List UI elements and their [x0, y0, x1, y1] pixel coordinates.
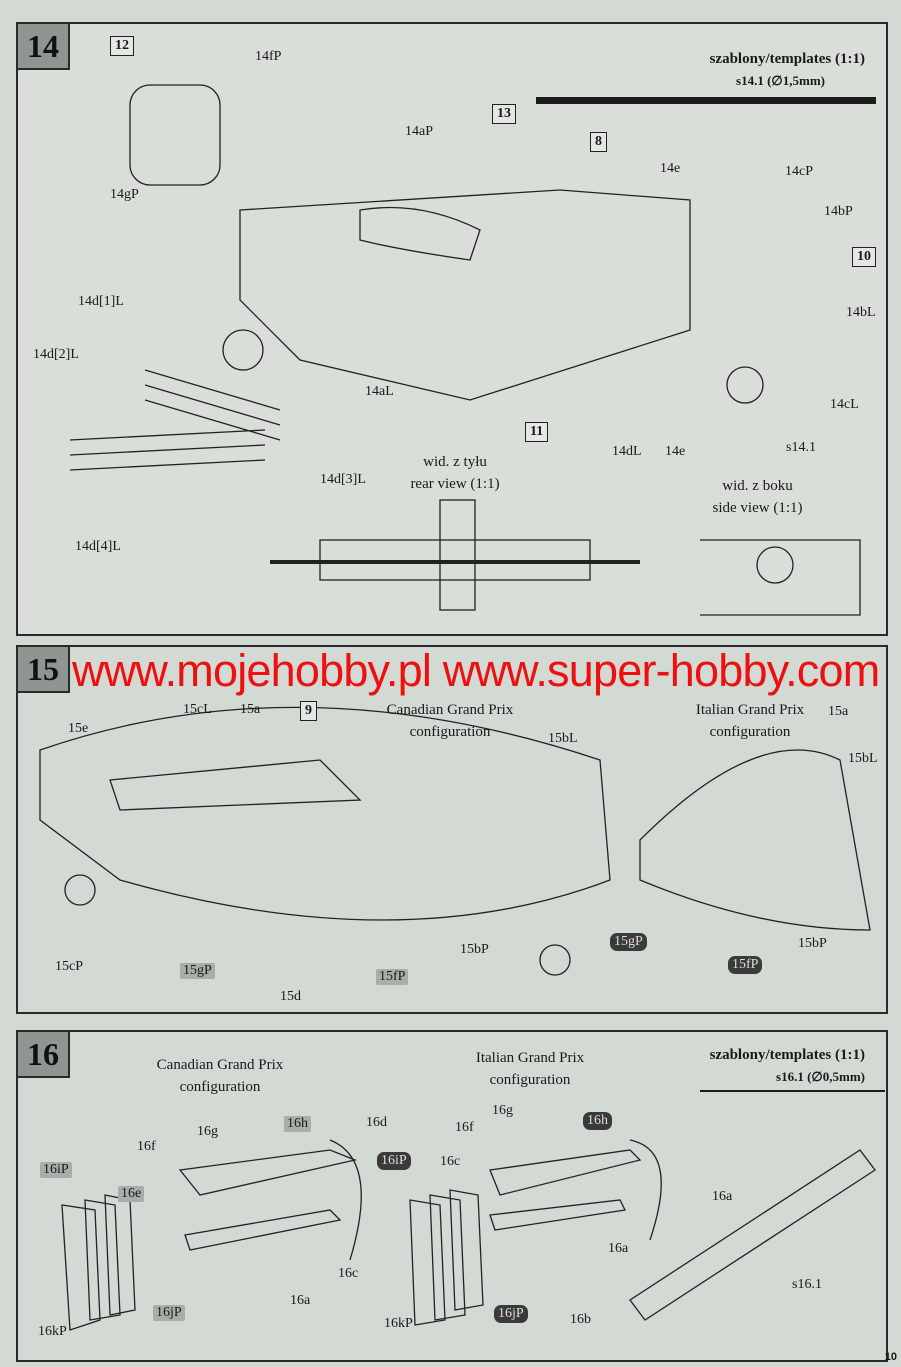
- part-label: 15d: [280, 989, 301, 1004]
- part-label: 14bP: [824, 204, 853, 219]
- page-number: 10: [884, 1351, 897, 1363]
- caption-line: Italian Grand Prix: [475, 1050, 585, 1066]
- step14-templates: szablony/templates (1:1) s14.1 (∅1,5mm): [710, 48, 865, 90]
- part-label: 16f: [137, 1139, 156, 1154]
- part-label: 16a: [290, 1293, 311, 1308]
- part-label: 14gP: [110, 187, 139, 202]
- part-label: 16b: [570, 1312, 591, 1327]
- part-label: 14bL: [846, 305, 876, 320]
- part-label: 14e: [665, 444, 686, 459]
- part-label: 14dL: [612, 444, 642, 459]
- part-label: 16iP: [377, 1152, 411, 1170]
- part-label: 9: [300, 701, 317, 721]
- rear-view-caption: wid. z tyłu rear view (1:1): [390, 452, 520, 496]
- car-body-15-drawing: [39, 706, 611, 921]
- part-label: 15cL: [183, 702, 212, 717]
- part-label: 10: [852, 247, 876, 267]
- step-number: 14: [18, 24, 70, 70]
- step16-templates: szablony/templates (1:1) s16.1 (∅0,5mm): [710, 1044, 865, 1086]
- part-label: 14d[2]L: [33, 347, 79, 362]
- part-label: 14d[1]L: [78, 294, 124, 309]
- part-label: 16h: [284, 1116, 311, 1132]
- caption-line: rear view (1:1): [410, 475, 500, 492]
- part-label: 8: [590, 132, 607, 152]
- part-label: 15bL: [548, 731, 578, 746]
- part-label: 16f: [455, 1120, 474, 1135]
- car-body-drawing: [239, 189, 691, 401]
- part-label: 16iP: [40, 1162, 72, 1178]
- caption-line: Italian Grand Prix: [695, 702, 805, 718]
- template-rod-s16-1: [700, 1090, 885, 1092]
- part-label: 16c: [440, 1154, 461, 1169]
- part-label: 14fP: [255, 49, 282, 64]
- step-15-panel: 15: [16, 645, 888, 1014]
- part-16a-strip-drawing: [629, 1149, 876, 1321]
- part-label: 15fP: [376, 969, 409, 985]
- part-label: s16.1: [792, 1277, 822, 1292]
- side-view-caption: wid. z boku side view (1:1): [700, 476, 815, 520]
- part-label: 15bL: [848, 751, 878, 766]
- step-number: 16: [18, 1032, 70, 1078]
- caption-line: configuration: [709, 723, 791, 740]
- caption-line: configuration: [179, 1078, 261, 1095]
- part-label: s14.1: [786, 440, 816, 455]
- template-rod-s14-1: [536, 97, 876, 104]
- italian-config-caption: Italian Grand Prix configuration: [680, 700, 820, 744]
- part-label: 15cP: [55, 959, 83, 974]
- step-14-panel: 14: [16, 22, 888, 636]
- templates-title: szablony/templates (1:1): [709, 1047, 865, 1063]
- part-label: 11: [525, 422, 549, 442]
- part-label: 16g: [197, 1124, 218, 1139]
- part-label: 14cL: [830, 397, 859, 412]
- part-label: 14aP: [405, 124, 433, 139]
- part-label: 16e: [118, 1186, 145, 1202]
- part-label: 12: [110, 36, 134, 56]
- part-label: 16a: [608, 1241, 629, 1256]
- caption-line: side view (1:1): [712, 499, 803, 516]
- template-item: s16.1 (∅0,5mm): [776, 1068, 865, 1084]
- caption-line: Canadian Grand Prix: [386, 702, 514, 718]
- part-label: 15e: [68, 721, 89, 736]
- part-label: 13: [492, 104, 516, 124]
- part-label: 16h: [583, 1112, 612, 1130]
- part-label: 15bP: [460, 942, 489, 957]
- part-label: 15bP: [798, 936, 827, 951]
- italian-config-caption: Italian Grand Prix configuration: [455, 1048, 605, 1092]
- part-label: 14aL: [365, 384, 394, 399]
- part-label: 15gP: [180, 963, 215, 979]
- part-14g-drawing: [129, 84, 221, 186]
- part-label: 14d[3]L: [320, 472, 366, 487]
- part-label: 16kP: [38, 1324, 67, 1339]
- watermark: www.mojehobby.pl www.super-hobby.com: [72, 645, 880, 696]
- step-number: 15: [18, 647, 70, 693]
- part-label: 15fP: [728, 956, 763, 974]
- template-item: s14.1 (∅1,5mm): [736, 72, 825, 88]
- caption-line: wid. z tyłu: [423, 454, 487, 470]
- part-label: 16c: [338, 1266, 359, 1281]
- canadian-config-caption: Canadian Grand Prix configuration: [130, 1055, 310, 1099]
- caption-line: wid. z boku: [722, 478, 793, 494]
- canadian-config-caption: Canadian Grand Prix configuration: [370, 700, 530, 744]
- part-label: 16kP: [384, 1316, 413, 1331]
- templates-title: szablony/templates (1:1): [709, 51, 865, 67]
- part-label: 16jP: [153, 1305, 185, 1321]
- part-label: 16a: [712, 1189, 733, 1204]
- part-label: 14cP: [785, 164, 813, 179]
- part-label: 15a: [828, 704, 849, 719]
- part-label: 14e: [660, 161, 681, 176]
- part-label: 14d[4]L: [75, 539, 121, 554]
- caption-line: configuration: [409, 723, 491, 740]
- part-label: 16d: [366, 1115, 387, 1130]
- caption-line: configuration: [489, 1071, 571, 1088]
- caption-line: Canadian Grand Prix: [156, 1057, 284, 1073]
- part-label: 16g: [492, 1103, 513, 1118]
- step-16-panel: 16: [16, 1030, 888, 1362]
- part-label: 16jP: [494, 1305, 528, 1323]
- part-label: 15gP: [610, 933, 647, 951]
- part-label: 15a: [240, 702, 261, 717]
